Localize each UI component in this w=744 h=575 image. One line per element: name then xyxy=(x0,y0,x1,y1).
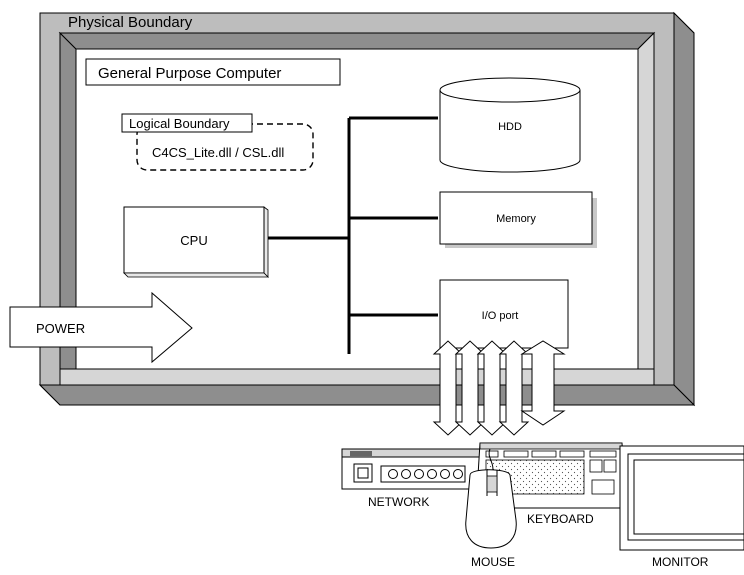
hdd-cylinder: HDD xyxy=(439,77,581,173)
cpu-box: CPU xyxy=(123,206,269,278)
monitor-label: MONITOR xyxy=(652,555,709,569)
io-port-box: I/O port xyxy=(439,279,569,349)
network-label: NETWORK xyxy=(368,495,429,509)
io-port-label: I/O port xyxy=(482,310,519,322)
monitor-device: MONITOR xyxy=(619,445,744,569)
cpu-label: CPU xyxy=(180,233,207,248)
memory-label: Memory xyxy=(496,213,536,225)
memory-box: Memory xyxy=(439,191,597,248)
mouse-device: MOUSE xyxy=(465,448,517,569)
logical-boundary: Logical Boundary C4CS_Lite.dll / CSL.dll xyxy=(121,113,314,171)
network-device: NETWORK xyxy=(341,448,485,509)
logical-boundary-content: C4CS_Lite.dll / CSL.dll xyxy=(152,145,284,160)
power-arrow: POWER xyxy=(9,291,193,364)
computer-label-box xyxy=(85,58,341,86)
keyboard-device: KEYBOARD xyxy=(475,442,627,526)
mouse-label: MOUSE xyxy=(471,555,515,569)
hdd-label: HDD xyxy=(498,121,522,133)
physical-boundary-label: Physical Boundary xyxy=(68,14,193,31)
keyboard-label: KEYBOARD xyxy=(527,512,594,526)
io-arrows xyxy=(432,340,566,436)
system-bus xyxy=(265,116,438,354)
power-label: POWER xyxy=(36,321,85,336)
logical-boundary-label: Logical Boundary xyxy=(129,116,230,131)
computer-label: General Purpose Computer xyxy=(98,65,281,82)
